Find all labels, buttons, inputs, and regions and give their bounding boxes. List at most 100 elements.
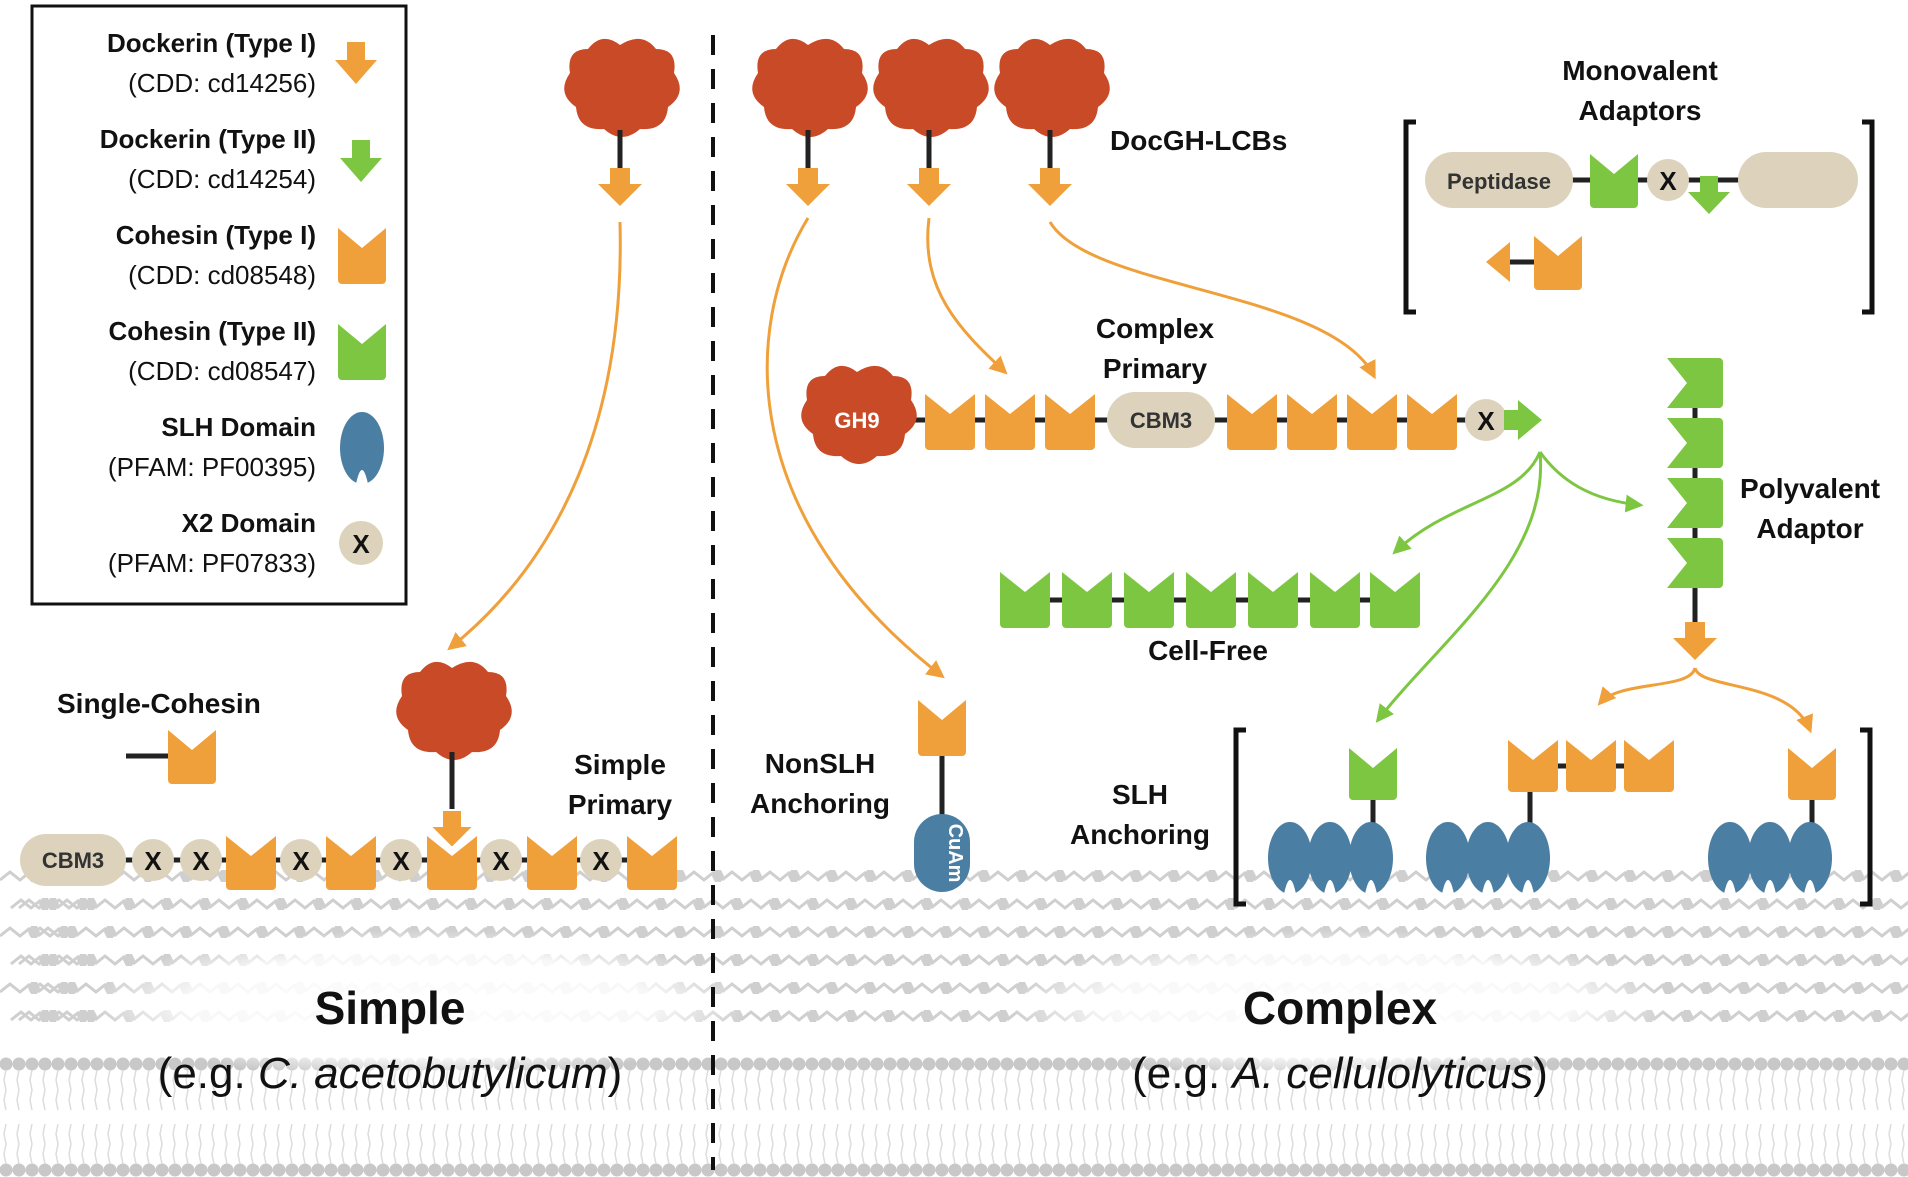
membrane-texture (1025, 926, 1057, 938)
lipid-tail (1836, 1123, 1840, 1165)
lipid-head (1052, 1163, 1066, 1177)
lipid-head (1377, 1163, 1391, 1177)
membrane-texture (1063, 926, 1095, 938)
membrane-texture (360, 898, 392, 910)
membrane-texture (569, 926, 601, 938)
membrane-texture (227, 926, 259, 938)
lipid-head (0, 1057, 13, 1071)
lipid-tail (1017, 1069, 1021, 1111)
membrane-texture (237, 898, 249, 910)
membrane-texture (1054, 926, 1066, 938)
lipid-tail (1225, 1069, 1229, 1111)
lipid-tail (848, 1123, 852, 1165)
lipid-head (1611, 1163, 1625, 1177)
lipid-head (402, 1163, 416, 1177)
membrane-texture (1833, 954, 1845, 966)
lipid-tail (822, 1069, 826, 1111)
membrane-texture (1719, 1010, 1731, 1022)
lipid-tail (718, 1123, 722, 1165)
lipid-tail (627, 1123, 631, 1165)
cohesin-type1-icon (338, 228, 386, 284)
membrane-texture (1871, 1010, 1883, 1022)
lipid-tail (1043, 1123, 1047, 1165)
lipid-tail (1641, 1069, 1645, 1111)
lipid-head (1663, 1163, 1677, 1177)
dockerin-type1-icon (427, 809, 477, 850)
lipid-head (493, 1163, 507, 1177)
lipid-head (584, 1163, 598, 1177)
lipid-head (25, 1163, 39, 1177)
lipid-tail (1901, 1123, 1905, 1165)
svg-text:X: X (1659, 166, 1677, 196)
membrane-texture (1690, 1010, 1722, 1022)
lipid-tail (978, 1069, 982, 1111)
membrane-texture (997, 1010, 1009, 1022)
legend-cohesin-type2-code: (CDD: cd08547) (128, 356, 316, 386)
lipid-head (1858, 1057, 1872, 1071)
membrane-texture (1415, 898, 1427, 910)
membrane-texture (1101, 870, 1133, 882)
lipid-tail (315, 1069, 319, 1111)
lipid-tail (1810, 1123, 1814, 1165)
lipid-tail (614, 1123, 618, 1165)
membrane-texture (607, 926, 639, 938)
membrane-texture (845, 898, 857, 910)
lipid-head (1468, 1163, 1482, 1177)
lipid-tail (627, 1069, 631, 1111)
lipid-head (1637, 1163, 1651, 1177)
membrane-texture (1681, 1010, 1693, 1022)
membrane-texture (1681, 954, 1693, 966)
lipid-tail (796, 1123, 800, 1165)
membrane-texture (77, 898, 89, 910)
cohesin-type2-icon (1310, 572, 1360, 628)
membrane-texture (864, 982, 876, 994)
membrane-texture (1168, 870, 1180, 882)
lipid-head (1195, 1163, 1209, 1177)
membrane-texture (949, 926, 981, 938)
lipid-tail (354, 1123, 358, 1165)
lipid-head (1169, 1163, 1183, 1177)
complex-primary-label-line2: Primary (1103, 353, 1208, 384)
lipid-tail (1433, 1123, 1437, 1165)
membrane-texture (864, 870, 876, 882)
membrane-texture (1462, 898, 1494, 910)
lipid-head (1793, 1163, 1807, 1177)
lipid-tail (991, 1123, 995, 1165)
cell-free-label: Cell-Free (1148, 635, 1268, 666)
x2-domain: X (580, 839, 622, 881)
lipid-head (922, 1057, 936, 1071)
lipid-tail (172, 1069, 176, 1111)
lipid-head (90, 1163, 104, 1177)
binding-arrow (1538, 451, 1644, 513)
simple-panel-example: (e.g. C. acetobutylicum) (158, 1049, 623, 1098)
cuam-label: CuAm (944, 824, 966, 883)
binding-arrow (1693, 667, 1813, 734)
lipid-head (727, 1163, 741, 1177)
membrane-texture (1576, 898, 1608, 910)
lipid-head (1858, 1163, 1872, 1177)
lipid-tail (562, 1069, 566, 1111)
lipid-tail (913, 1069, 917, 1111)
lipid-tail (861, 1123, 865, 1165)
membrane-texture (873, 982, 905, 994)
membrane-texture (541, 898, 553, 910)
lipid-head (1182, 1163, 1196, 1177)
legend-dockerin-type1-code: (CDD: cd14256) (128, 68, 316, 98)
cohesin-type2-icon (1186, 572, 1236, 628)
membrane-texture (39, 898, 51, 910)
membrane-texture (1785, 926, 1817, 938)
lipid-tail (705, 1123, 709, 1165)
membrane-texture (1899, 871, 1908, 882)
bracket-left (1233, 727, 1246, 907)
membrane-texture (132, 898, 164, 910)
lipid-head (1325, 1163, 1339, 1177)
membrane-texture (1842, 1010, 1874, 1022)
x2-domain: X (280, 839, 322, 881)
membrane-texture (1557, 926, 1589, 938)
membrane-texture (655, 898, 667, 910)
lipid-tail (1641, 1123, 1645, 1165)
lipid-tail (1017, 1123, 1021, 1165)
complex-primary-label-line1: Complex (1096, 313, 1215, 344)
membrane-texture (721, 926, 753, 938)
lipid-tail (419, 1123, 423, 1165)
